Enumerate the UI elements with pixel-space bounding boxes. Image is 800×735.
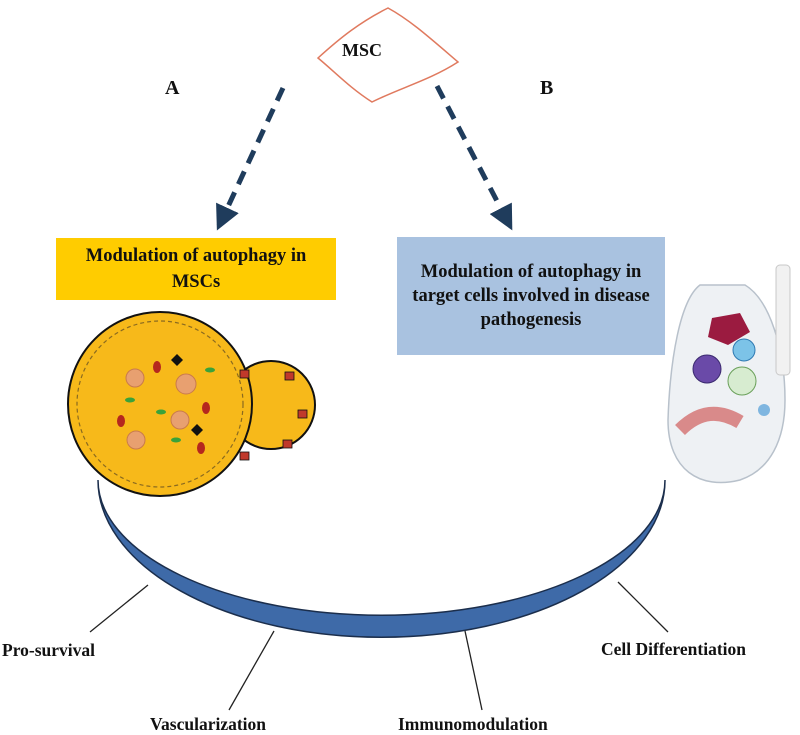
connector-vascularization — [228, 630, 275, 711]
branch-a-letter: A — [165, 77, 180, 99]
branch-a-box: Modulation of autophagy in MSCs — [56, 238, 336, 300]
outcome-vascularization: Vascularization — [150, 714, 267, 734]
outcome-pro-survival: Pro-survival — [2, 640, 96, 660]
branch-b-box: Modulation of autophagy in target cells … — [397, 237, 665, 355]
lung-icon — [667, 264, 791, 484]
connector-immunomodulation — [464, 630, 483, 711]
msc-cell-icon — [67, 311, 316, 497]
msc-label: MSC — [342, 40, 382, 60]
outcome-immunomodulation: Immunomodulation — [398, 714, 548, 734]
branch-a-text: Modulation of autophagy in MSCs — [85, 246, 307, 292]
outcome-cell-differentiation: Cell Differentiation — [601, 639, 746, 659]
branch-b-letter: B — [540, 77, 554, 99]
arrow-a — [216, 86, 286, 231]
connector-pro-survival — [89, 584, 149, 633]
outcome-arc — [97, 479, 666, 639]
arrow-b — [434, 84, 513, 231]
connector-cell-differentiation — [617, 581, 669, 633]
branch-b-text: Modulation of autophagy in target cells … — [412, 262, 650, 330]
msc-shape — [316, 7, 460, 103]
